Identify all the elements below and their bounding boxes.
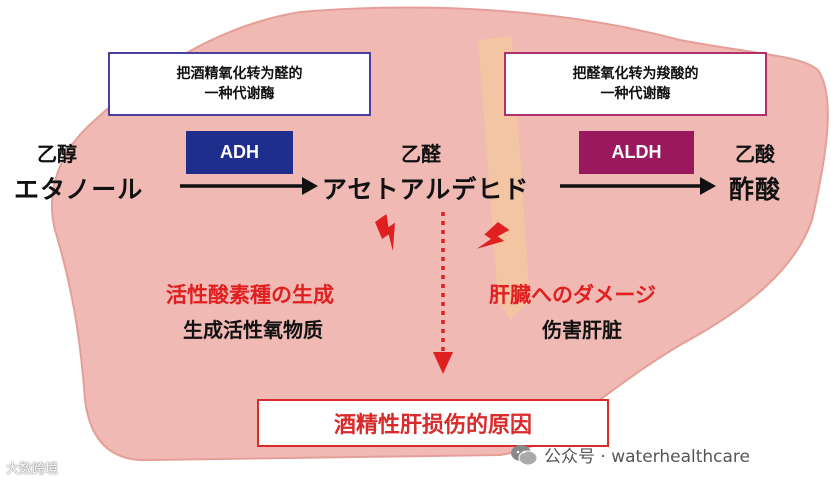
- adh-description-line2: 一种代谢酶: [204, 86, 275, 102]
- ros-chinese-label: 生成活性氧物质: [183, 318, 323, 342]
- aldh-description-line1: 把醛氧化转为羧酸的: [572, 66, 699, 82]
- ethanol-chinese-label: 乙醇: [37, 142, 77, 166]
- acetaldehyde-chinese-label: 乙醛: [401, 142, 441, 166]
- cause-box: 酒精性肝损伤的原因: [257, 399, 609, 447]
- lightning-icon: [375, 213, 395, 251]
- acetaldehyde-japanese-label: アセトアルデヒド: [322, 175, 530, 204]
- adh-description-line1: 把酒精氧化转为醛的: [176, 66, 303, 82]
- ros-japanese-label: 活性酸素種の生成: [166, 283, 334, 307]
- arrowhead-2: [700, 177, 716, 195]
- arrowhead-1: [302, 177, 318, 195]
- watermark-right-text: 公众号 · waterhealthcare: [544, 447, 751, 467]
- liver-damage-japanese-label: 肝臓へのダメージ: [489, 283, 656, 307]
- watermark-left: 大数跨境: [6, 462, 59, 477]
- cause-label: 酒精性肝损伤的原因: [333, 413, 532, 438]
- watermark-right: 公众号 · waterhealthcare: [510, 442, 750, 467]
- dotted-arrowhead: [433, 352, 453, 374]
- adh-description-box: 把酒精氧化转为醛的 一种代谢酶: [108, 52, 371, 116]
- ethanol-japanese-label: エタノール: [14, 175, 144, 204]
- wechat-icon: [511, 444, 538, 465]
- enzyme-adh-label: ADH: [186, 131, 293, 174]
- liver-band: [478, 36, 530, 320]
- acetic-acid-japanese-label: 酢酸: [729, 175, 782, 204]
- lightning-icon: [476, 222, 510, 249]
- acetic-acid-chinese-label: 乙酸: [735, 142, 775, 166]
- aldh-description-line2: 一种代谢酶: [600, 86, 671, 102]
- liver-damage-chinese-label: 伤害肝脏: [542, 318, 622, 342]
- aldh-description-box: 把醛氧化转为羧酸的 一种代谢酶: [504, 52, 767, 116]
- enzyme-aldh-label: ALDH: [579, 131, 694, 174]
